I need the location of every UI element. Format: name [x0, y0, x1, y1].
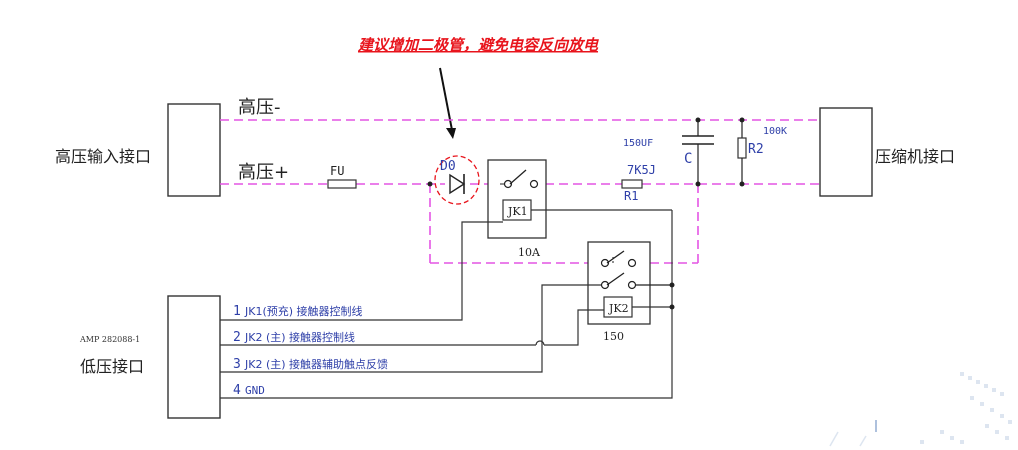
resistor-r1: 7K5J R1	[621, 163, 656, 203]
hv-input-label: 高压输入接口	[55, 147, 151, 166]
compressor-block	[819, 107, 873, 197]
relay-jk1-rating: 10A	[518, 246, 541, 259]
amp-part-label: AMP 282088-1	[79, 335, 140, 344]
svg-text:1: 1	[233, 304, 241, 319]
diode-highlight	[434, 155, 480, 205]
resistor-r1-ref: R1	[624, 189, 638, 203]
compressor-label: 压缩机接口	[875, 147, 955, 166]
hv-input-block	[167, 103, 221, 197]
svg-text:3: 3	[233, 357, 241, 372]
corner-decoration	[829, 372, 1012, 447]
resistor-r2: 100K R2	[737, 120, 787, 184]
hv-neg-label: 高压-	[238, 97, 281, 118]
lv-line-4: 4 GND	[233, 383, 265, 398]
fuse-label: FU	[330, 164, 344, 178]
relay-jk1: JK1 10A	[487, 159, 547, 259]
junction-dots	[427, 117, 745, 187]
lv-line-3: 3 JK2 (主) 接触器辅助触点反馈	[233, 357, 388, 372]
relay-jk2: JK2 150	[587, 241, 672, 343]
capacitor-c: 150UF C	[623, 120, 714, 184]
lv-interface-block	[167, 295, 221, 419]
relay-jk2-label: JK2	[608, 302, 629, 315]
capacitor-value: 150UF	[623, 138, 653, 149]
lv-line-2-label: JK2 (主) 接触器控制线	[244, 330, 355, 344]
annotation-arrow	[439, 67, 456, 139]
svg-text:4: 4	[233, 383, 241, 398]
svg-text:2: 2	[233, 330, 241, 345]
resistor-r1-value: 7K5J	[627, 163, 656, 177]
relay-jk1-label: JK1	[507, 205, 528, 218]
lv-line-3-label: JK2 (主) 接触器辅助触点反馈	[244, 357, 388, 371]
resistor-r2-ref: R2	[748, 142, 764, 157]
diode: D0	[434, 155, 480, 205]
resistor-r2-value: 100K	[763, 126, 787, 137]
lv-wires	[220, 209, 673, 399]
lv-interface-label: 低压接口	[80, 357, 144, 376]
capacitor-ref: C	[684, 151, 692, 167]
relay-jk2-rating: 150	[603, 330, 624, 343]
hv-pos-label: 高压+	[238, 162, 289, 183]
annotation-text: 建议增加二极管，避免电容反向放电	[357, 36, 599, 54]
lv-line-4-label: GND	[245, 384, 265, 397]
fuse: FU	[327, 164, 357, 189]
lv-line-1-label: JK1(预充) 接触器控制线	[244, 304, 363, 318]
lv-line-2: 2 JK2 (主) 接触器控制线	[233, 330, 355, 345]
lv-junctions	[669, 282, 675, 310]
lv-line-1: 1 JK1(预充) 接触器控制线	[233, 304, 363, 319]
diode-label: D0	[440, 159, 456, 174]
